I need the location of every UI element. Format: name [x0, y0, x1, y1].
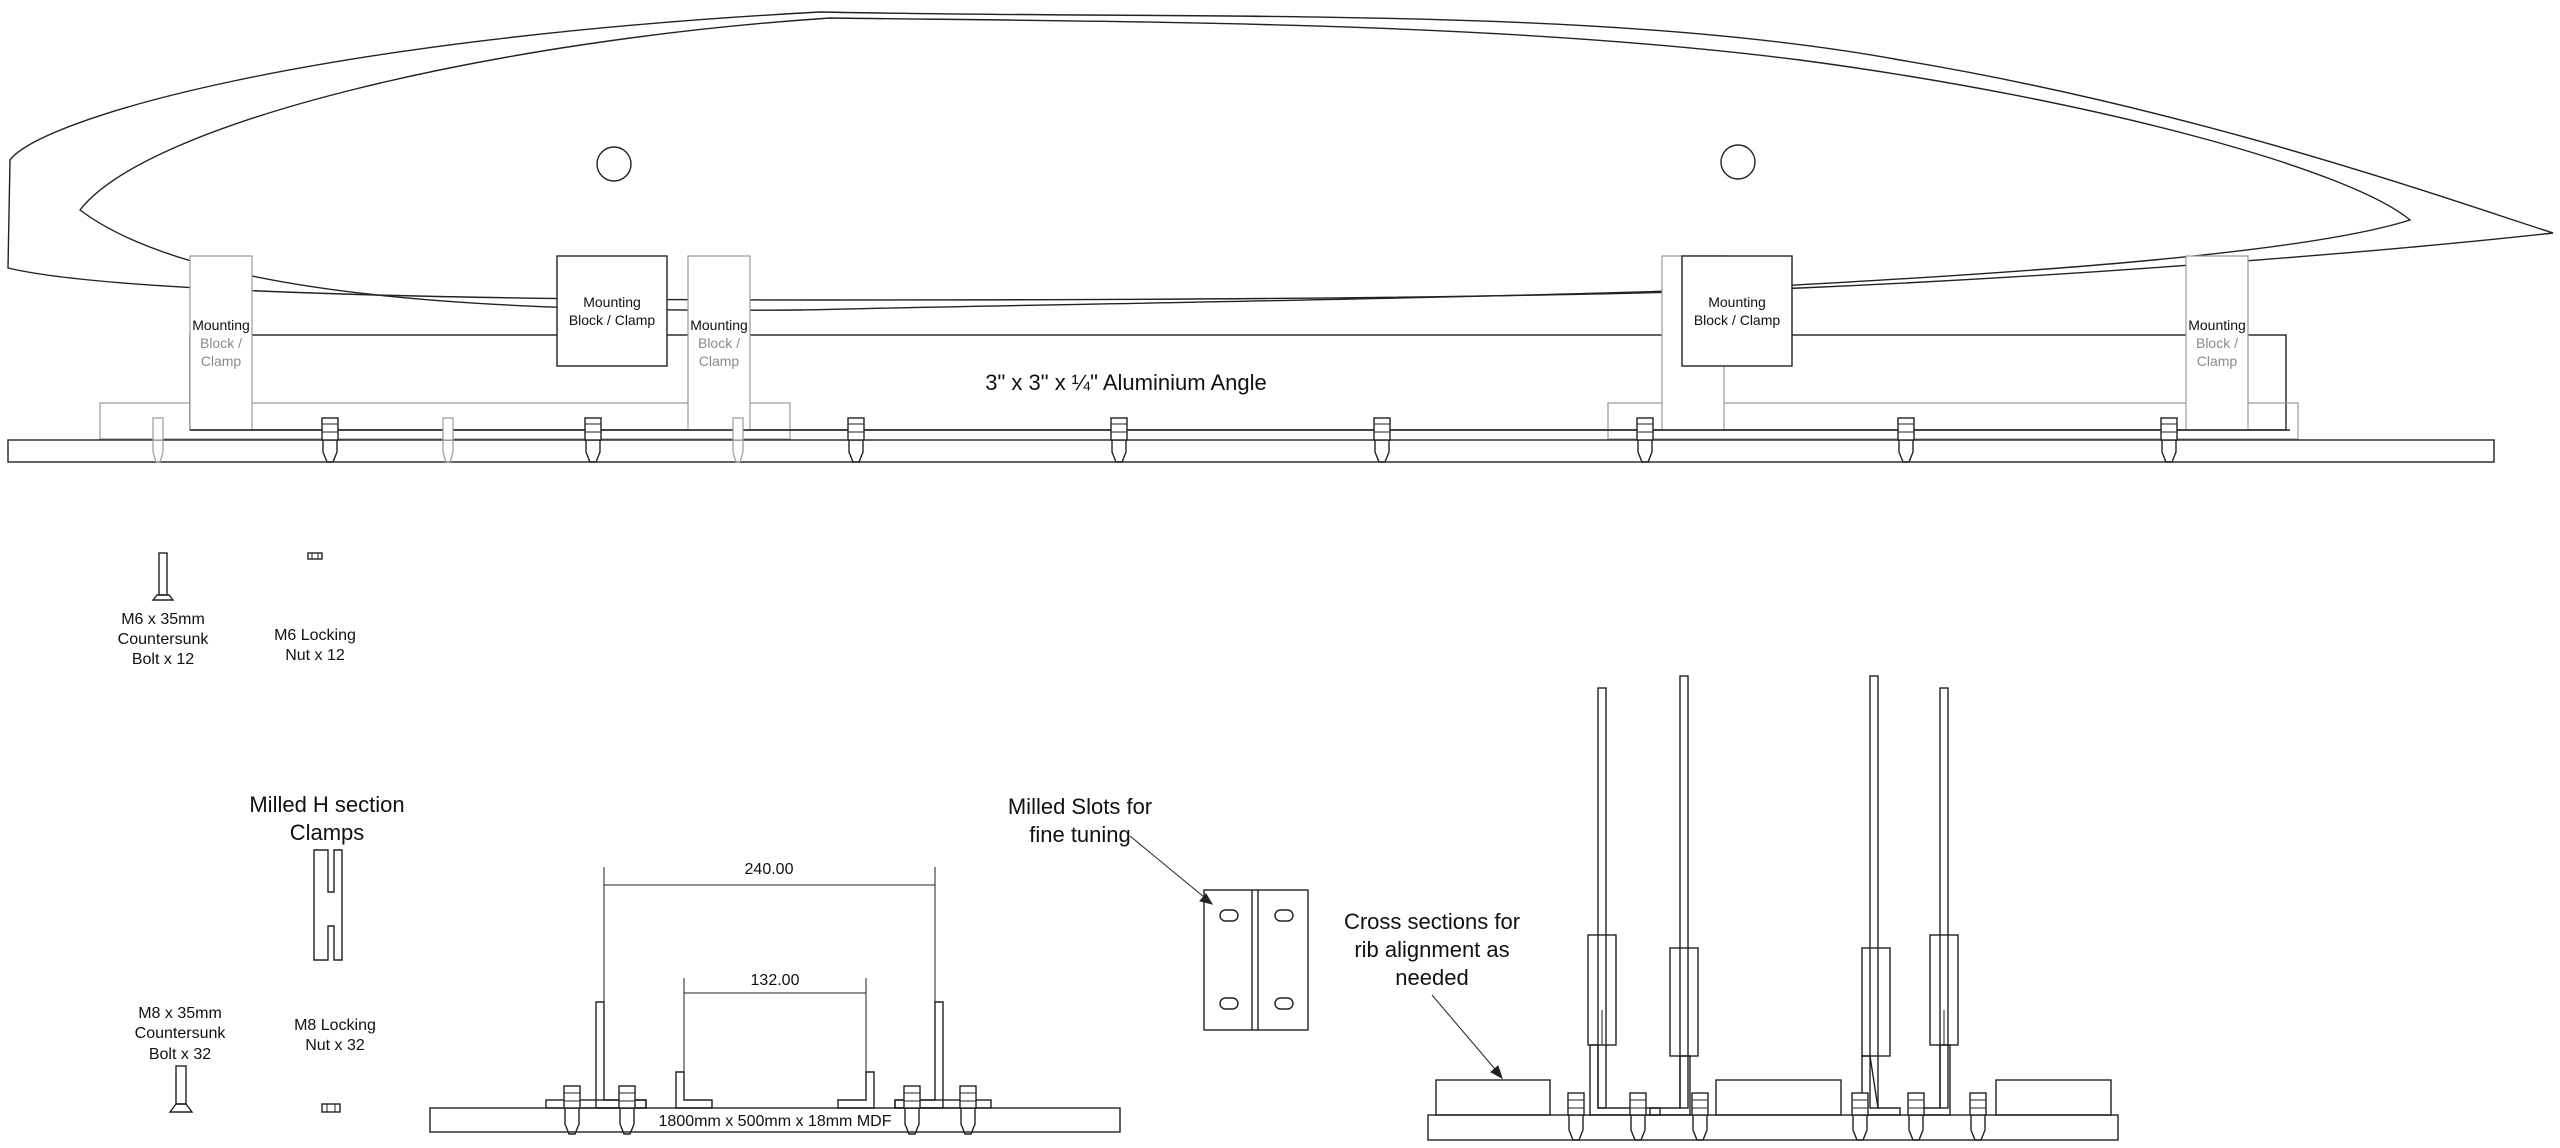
svg-text:Bolt x 12: Bolt x 12: [132, 651, 194, 668]
aluminium-angle: 3" x 3" x ¼" Aluminium Angle: [99, 334, 2299, 440]
svg-text:Mounting: Mounting: [2188, 317, 2246, 333]
svg-text:Clamps: Clamps: [290, 820, 365, 845]
svg-text:1800mm x 500mm x 18mm MDF: 1800mm x 500mm x 18mm MDF: [659, 1113, 892, 1130]
m8-nut-part: M8 Locking Nut x 32: [294, 1017, 376, 1113]
svg-text:132.00: 132.00: [751, 972, 800, 989]
svg-text:M8 Locking: M8 Locking: [294, 1017, 376, 1034]
m8-bolt-part: M8 x 35mm Countersunk Bolt x 32: [135, 1005, 227, 1113]
svg-text:Nut x 32: Nut x 32: [305, 1037, 365, 1054]
svg-text:Cross sections for: Cross sections for: [1344, 909, 1520, 934]
svg-text:Block /: Block /: [2196, 335, 2238, 351]
wing-hole-left: [596, 146, 632, 182]
h-section-clamp-part: Milled H section Clamps: [249, 792, 405, 961]
svg-text:Block /: Block /: [200, 335, 242, 351]
svg-text:Bolt x 32: Bolt x 32: [149, 1046, 211, 1063]
svg-text:needed: needed: [1395, 965, 1468, 990]
svg-text:rib alignment as: rib alignment as: [1354, 937, 1509, 962]
svg-text:Nut x 12: Nut x 12: [285, 647, 345, 664]
wing-hole-right: [1720, 144, 1756, 180]
svg-text:Countersunk: Countersunk: [118, 631, 210, 648]
m6-nut-part: M6 Locking Nut x 12: [274, 552, 356, 664]
svg-text:Clamp: Clamp: [699, 353, 740, 369]
angle-label: 3" x 3" x ¼" Aluminium Angle: [985, 370, 1266, 395]
wing-profile: [7, 11, 2554, 311]
svg-text:M8 x 35mm: M8 x 35mm: [138, 1005, 222, 1022]
svg-text:Milled H section: Milled H section: [249, 792, 404, 817]
mounting-block-right: Mounting Block / Clamp: [1681, 255, 1793, 367]
svg-text:Mounting: Mounting: [690, 317, 748, 333]
svg-text:M6 x 35mm: M6 x 35mm: [121, 611, 205, 628]
svg-text:Block / Clamp: Block / Clamp: [569, 312, 656, 328]
ghost-block-label-4: Mounting Block / Clamp: [2188, 317, 2246, 369]
svg-text:Block /: Block /: [698, 335, 740, 351]
svg-text:Clamp: Clamp: [201, 353, 242, 369]
svg-text:M6 Locking: M6 Locking: [274, 627, 356, 644]
svg-text:fine tuning: fine tuning: [1029, 822, 1131, 847]
svg-text:240.00: 240.00: [745, 861, 794, 878]
ghost-block-label-1: Mounting Block / Clamp: [192, 317, 250, 369]
m6-bolt-part: M6 x 35mm Countersunk Bolt x 12: [118, 552, 210, 668]
base-board-top: [7, 429, 2495, 463]
cross-section-view: Cross sections for rib alignment as need…: [1344, 675, 2119, 1141]
svg-text:Mounting: Mounting: [583, 294, 641, 310]
mounting-block-left: Mounting Block / Clamp: [556, 255, 668, 367]
milled-slots-detail: Milled Slots for fine tuning: [1008, 794, 1309, 1031]
ghost-mounting-blocks: Mounting Block / Clamp Mounting Block / …: [189, 255, 2249, 431]
svg-text:Block / Clamp: Block / Clamp: [1694, 312, 1781, 328]
base-bolts: [152, 417, 2178, 463]
dimension-132: 132.00: [683, 972, 867, 1100]
svg-text:Mounting: Mounting: [192, 317, 250, 333]
ghost-block-label-2: Mounting Block / Clamp: [690, 317, 748, 369]
svg-text:Milled Slots for: Milled Slots for: [1008, 794, 1152, 819]
front-section-view: 240.00 132.00 1800mm x 500mm x 18mm MDF: [429, 861, 1121, 1135]
svg-text:Countersunk: Countersunk: [135, 1025, 227, 1042]
svg-text:Mounting: Mounting: [1708, 294, 1766, 310]
svg-text:Clamp: Clamp: [2197, 353, 2238, 369]
